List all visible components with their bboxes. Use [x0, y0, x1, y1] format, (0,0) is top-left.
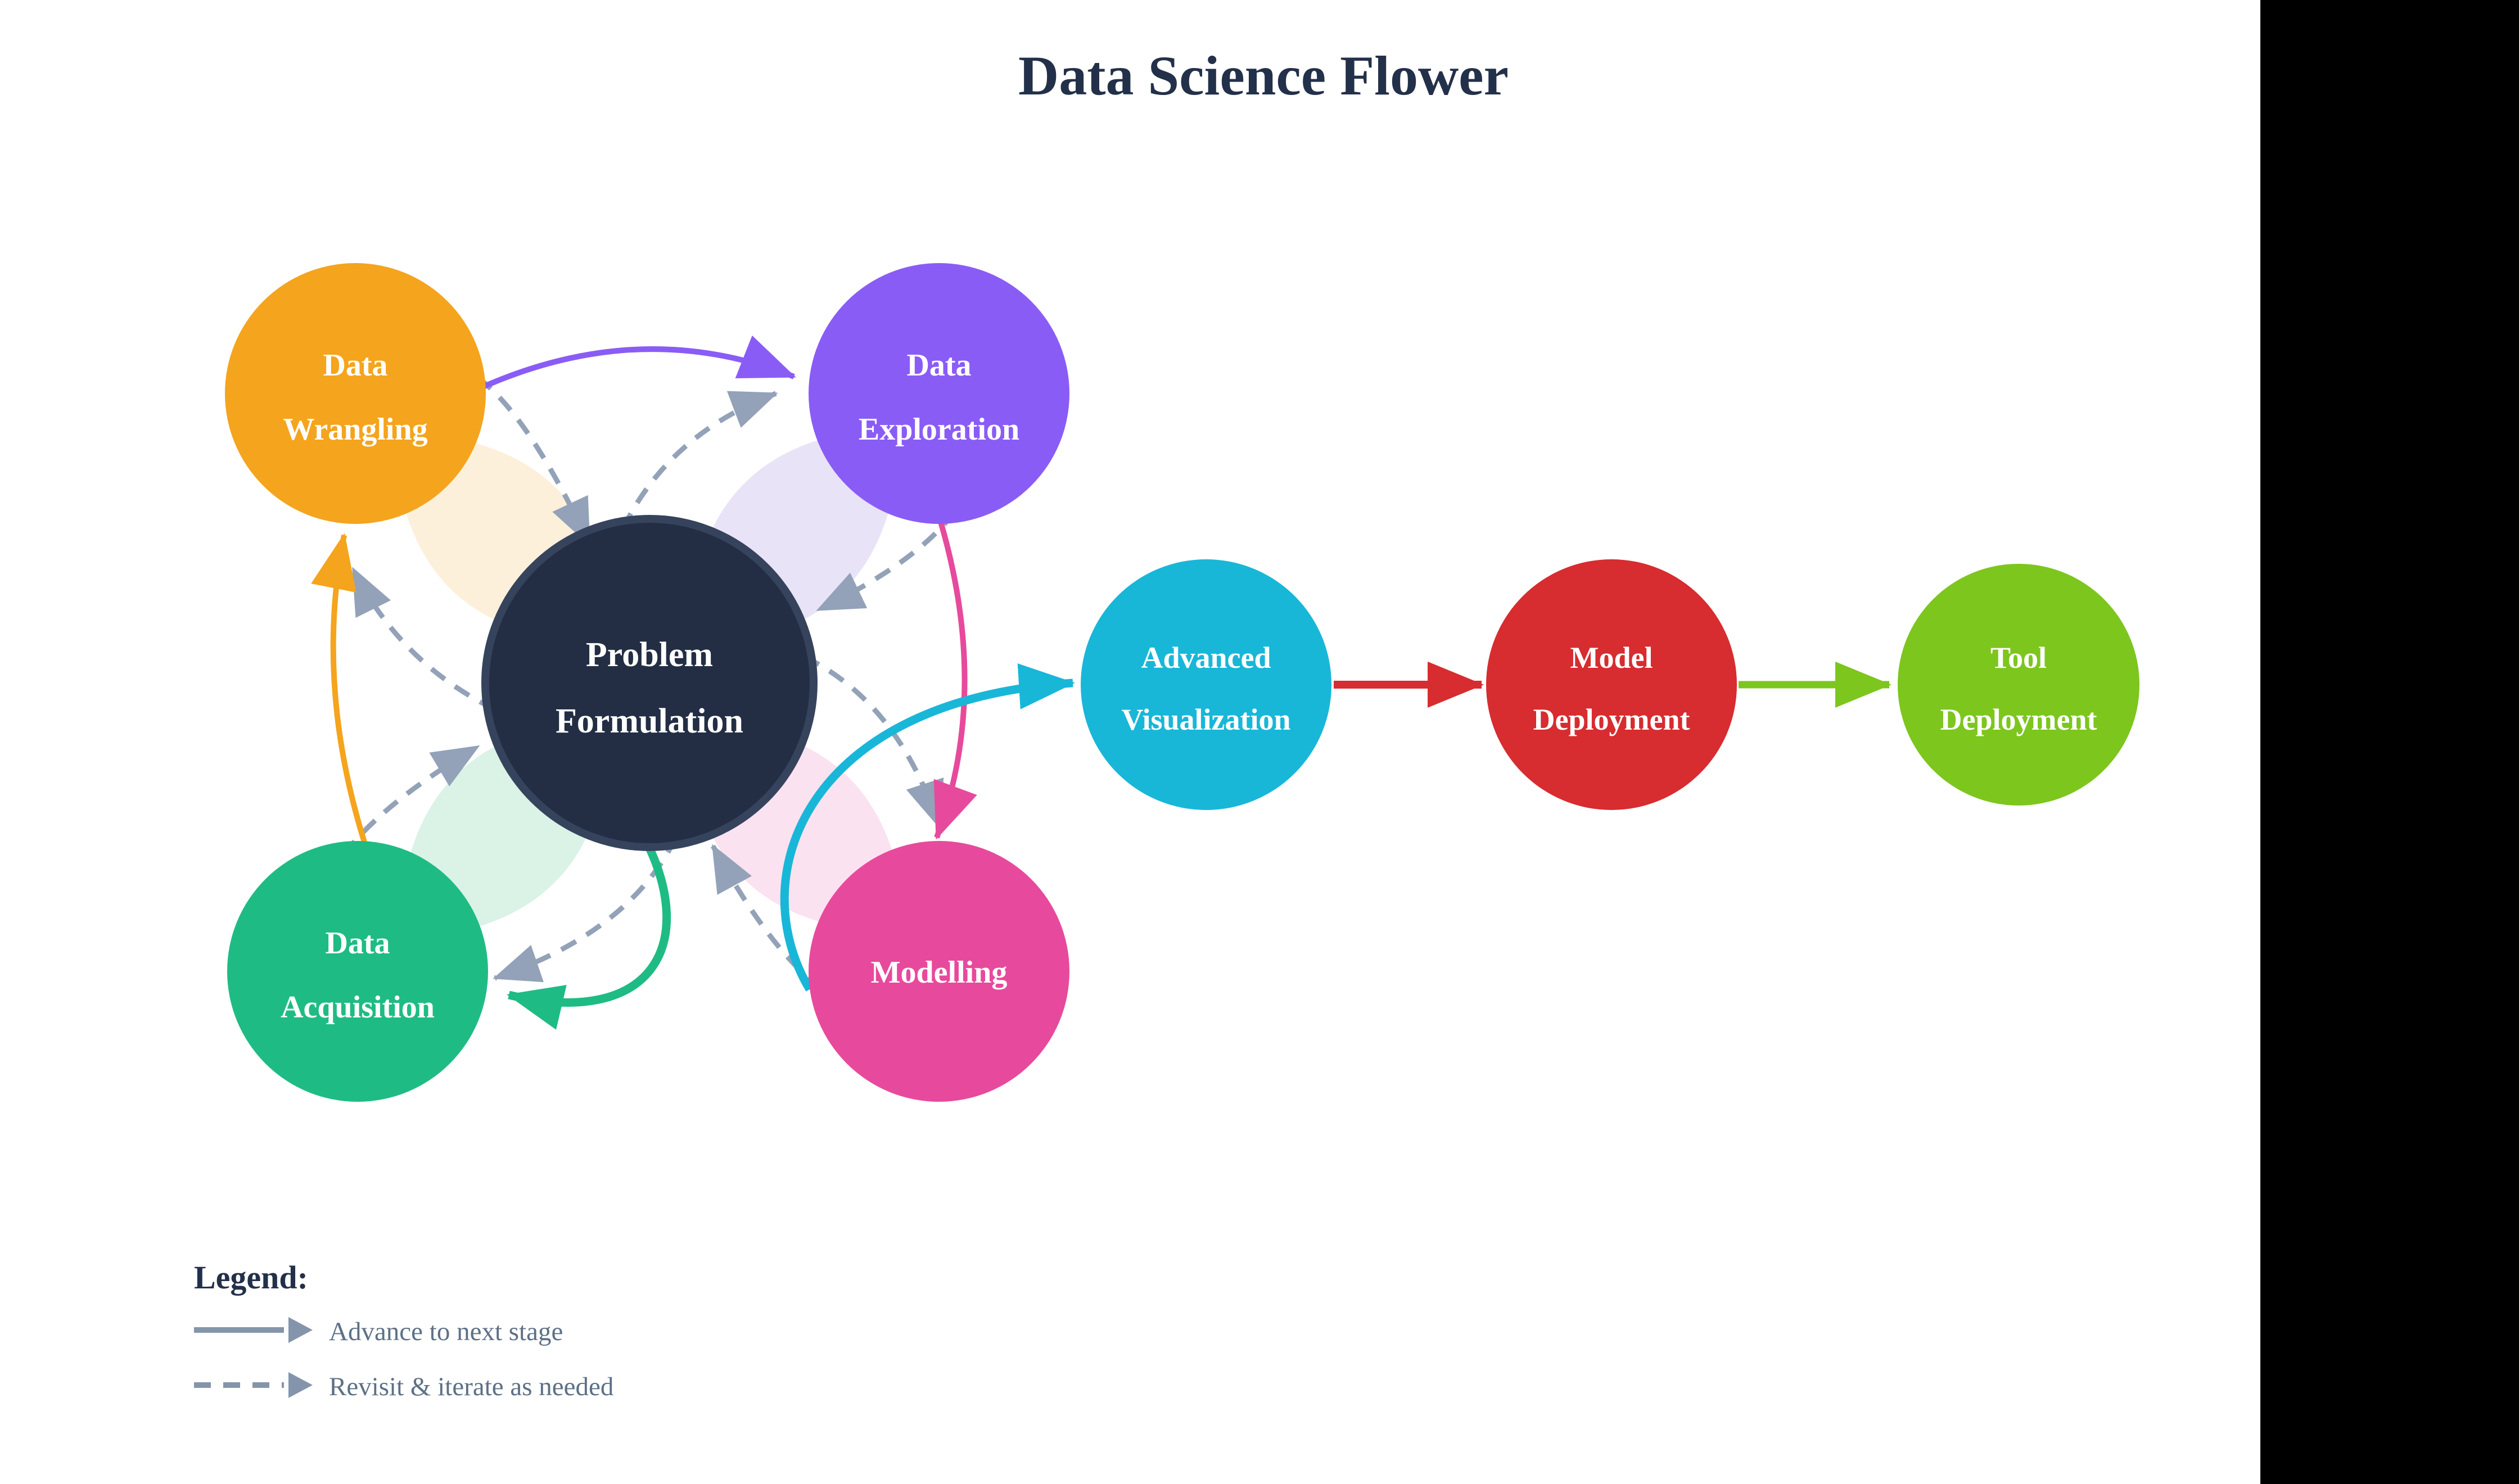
- dashed-arrow-center-to-exploration: [620, 391, 778, 530]
- node-label: Problem: [586, 636, 713, 674]
- node-label: Visualization: [1121, 703, 1290, 736]
- node-label: Deployment: [1940, 703, 2097, 736]
- node-data-exploration: [809, 263, 1069, 524]
- legend-dashed-arrowhead-icon: [288, 1372, 313, 1398]
- legend-item-revisit: Revisit & iterate as needed: [194, 1372, 613, 1401]
- node-label: Formulation: [556, 702, 743, 740]
- legend-solid-arrowhead-icon: [288, 1317, 313, 1343]
- legend-item-label: Advance to next stage: [329, 1317, 563, 1346]
- node-label: Data: [323, 348, 387, 383]
- node-data-acquisition: [227, 841, 488, 1102]
- arrow-exploration-to-modelling: [933, 519, 977, 840]
- legend-item-advance: Advance to next stage: [194, 1317, 563, 1346]
- dashed-arrow-exploration-to-center: [816, 510, 957, 613]
- arrow-center-to-acquisition: [507, 840, 671, 1030]
- node-label: Exploration: [859, 412, 1019, 447]
- dashed-arrow-center-to-wrangling: [350, 567, 496, 712]
- node-label: Acquisition: [281, 990, 435, 1025]
- node-label: Advanced: [1141, 641, 1271, 675]
- node-label: Data: [325, 926, 390, 961]
- node-data-wrangling: [225, 263, 486, 524]
- node-advanced-visualization: [1081, 559, 1331, 810]
- dashed-arrow-center-to-modelling: [803, 654, 944, 829]
- dashed-arrow-acquisition-to-center: [342, 744, 480, 856]
- node-label: Data: [906, 348, 971, 383]
- node-label: Tool: [1990, 641, 2047, 675]
- arrow-acquisition-to-wrangling: [311, 533, 367, 843]
- legend-item-label: Revisit & iterate as needed: [329, 1372, 613, 1401]
- legend: Legend: Advance to next stage Revisit & …: [194, 1259, 613, 1401]
- node-tool-deployment: [1898, 564, 2139, 806]
- page-title: Data Science Flower: [1018, 44, 1509, 107]
- node-label: Wrangling: [283, 412, 427, 447]
- node-label: Model: [1570, 641, 1653, 675]
- arrow-wrangling-to-exploration: [479, 335, 796, 391]
- node-modelling: [809, 841, 1069, 1102]
- node-label: Modelling: [871, 955, 1008, 990]
- legend-title: Legend:: [194, 1259, 308, 1296]
- node-label: Deployment: [1533, 703, 1690, 736]
- arrow-modelling-to-advanced-visualization: [780, 663, 1075, 992]
- node-model-deployment: [1486, 559, 1737, 810]
- node-problem-formulation: [481, 515, 818, 851]
- right-black-bar: [2260, 0, 2519, 1484]
- dashed-arrow-modelling-to-center: [711, 844, 823, 990]
